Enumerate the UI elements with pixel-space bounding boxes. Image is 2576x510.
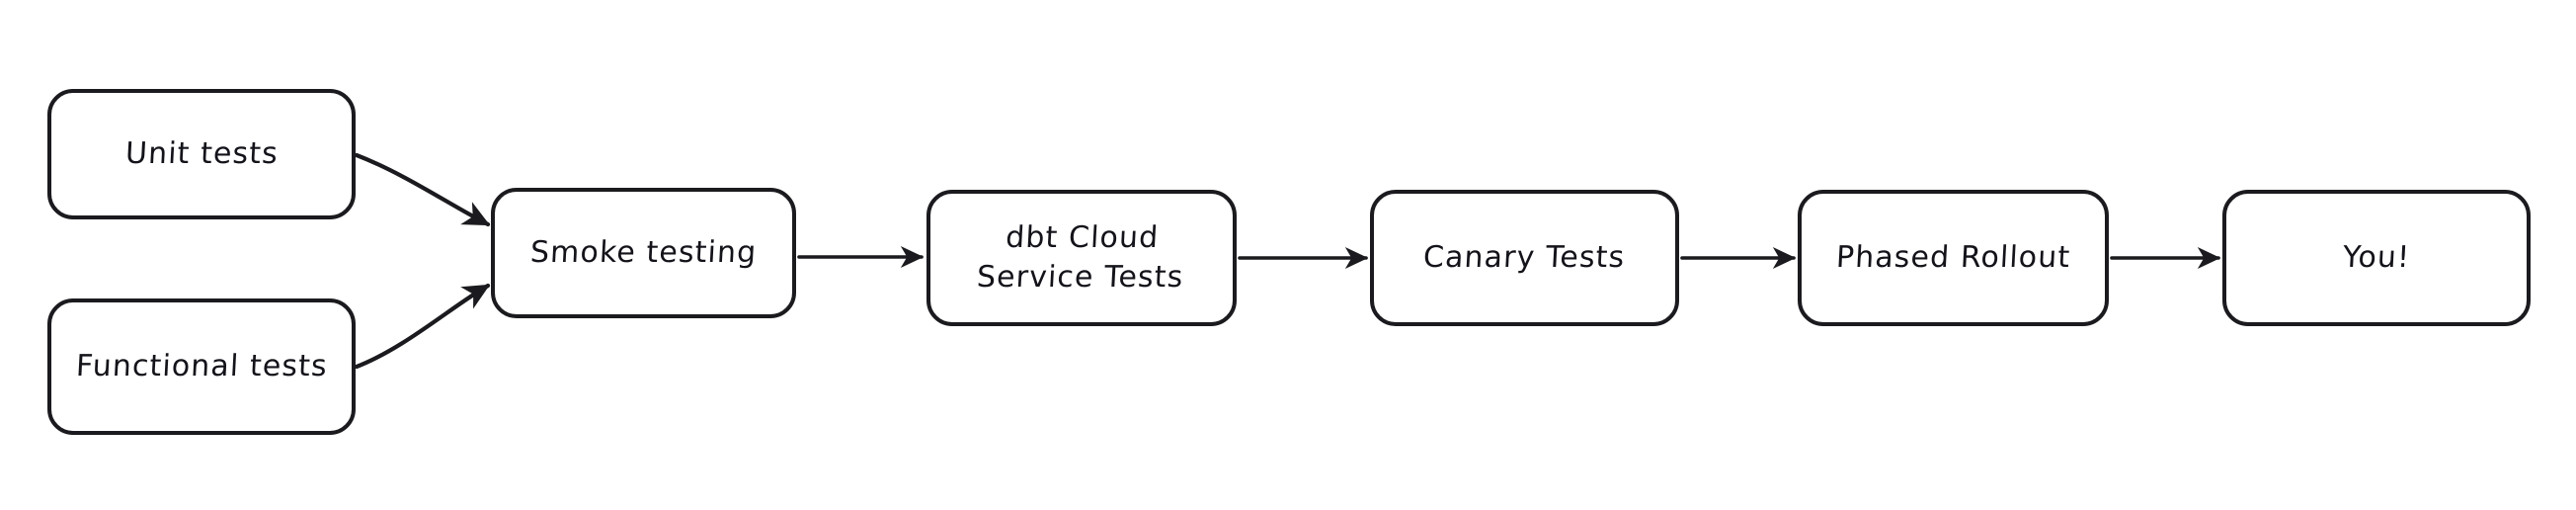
node-label-you: You!	[2342, 240, 2411, 276]
edge-functional-to-smoke	[354, 283, 491, 370]
node-smoke-testing[interactable]: Smoke testing	[491, 188, 796, 318]
node-label-dbt-cloud-service-tests: dbt Cloud Service Tests	[976, 220, 1185, 295]
node-label-functional-tests: Functional tests	[74, 349, 329, 384]
node-dbt-cloud-service-tests[interactable]: dbt Cloud Service Tests	[926, 190, 1237, 326]
node-canary-tests[interactable]: Canary Tests	[1370, 190, 1679, 326]
node-label-phased-rollout: Phased Rollout	[1834, 240, 2072, 276]
node-you[interactable]: You!	[2222, 190, 2531, 326]
node-unit-tests[interactable]: Unit tests	[47, 89, 356, 219]
node-label-unit-tests: Unit tests	[123, 136, 280, 172]
node-label-smoke-testing: Smoke testing	[528, 235, 759, 271]
node-functional-tests[interactable]: Functional tests	[47, 298, 356, 435]
edge-unit-to-smoke	[354, 152, 491, 227]
node-label-canary-tests: Canary Tests	[1422, 240, 1627, 276]
node-phased-rollout[interactable]: Phased Rollout	[1798, 190, 2109, 326]
